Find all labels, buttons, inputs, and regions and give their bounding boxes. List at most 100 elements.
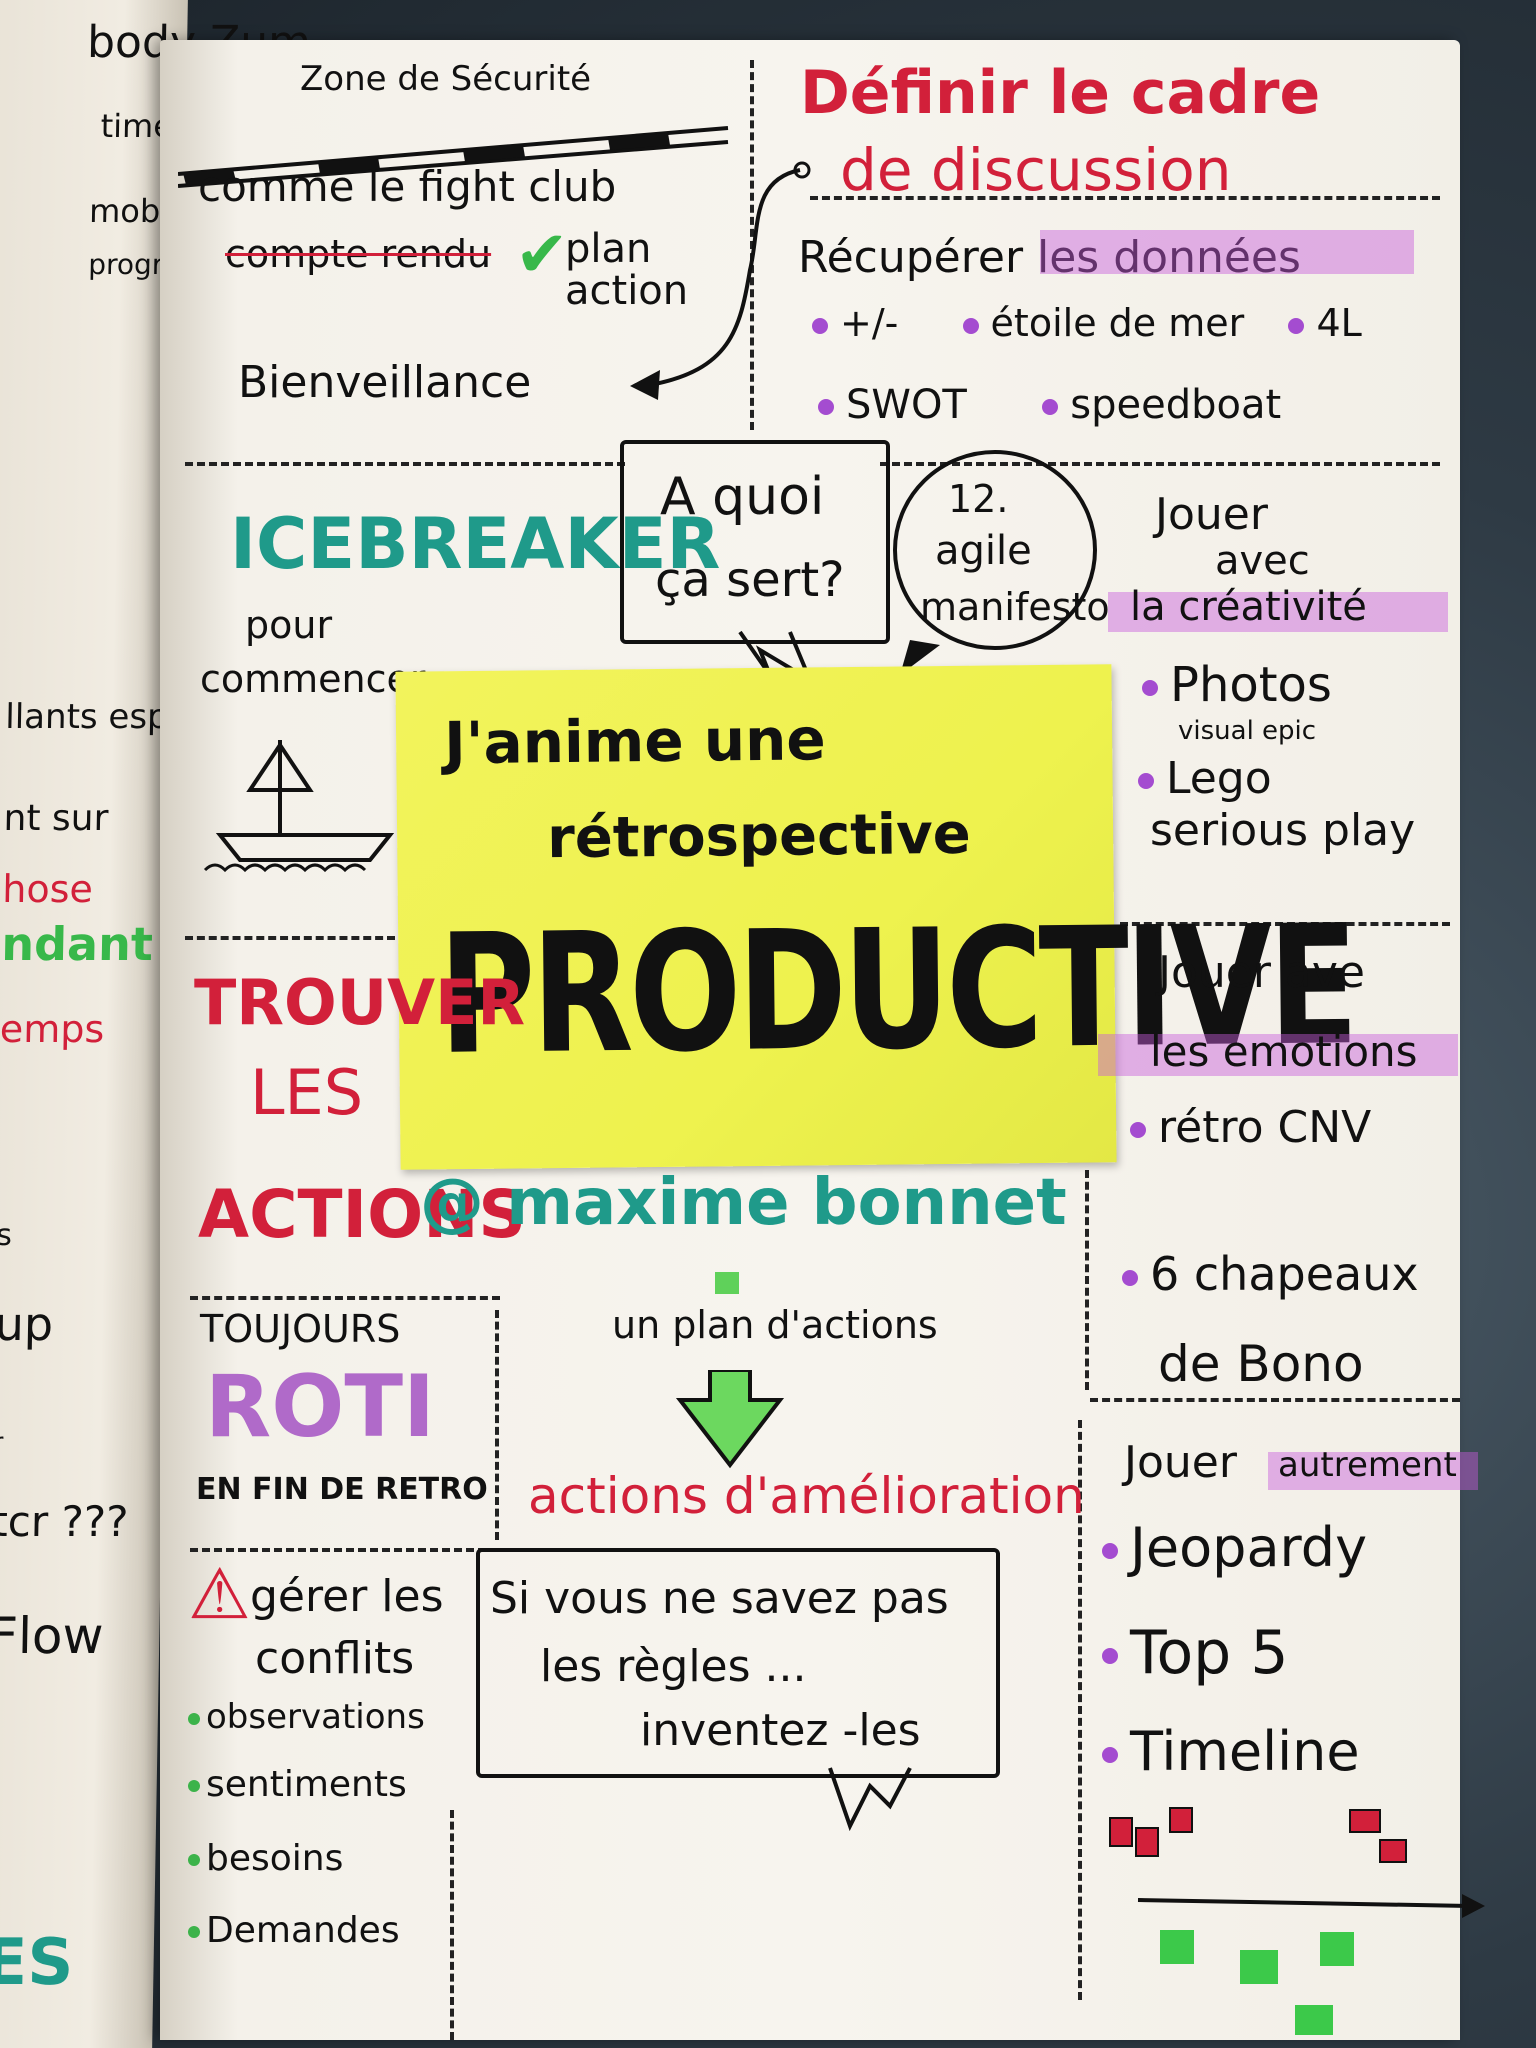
frame-title-2: de discussion xyxy=(840,136,1232,204)
bubble-tail xyxy=(828,1767,912,1832)
otherwise-item: Timeline xyxy=(1102,1723,1360,1781)
left-line: r xyxy=(0,1428,4,1458)
divider xyxy=(190,1548,510,1552)
speech-bubble xyxy=(620,440,890,644)
item-text: Jeopardy xyxy=(1130,1516,1368,1579)
bullet-icon xyxy=(1288,317,1305,334)
arrow-icon xyxy=(630,161,811,400)
item-text: Photos xyxy=(1170,657,1332,713)
aquoi-line2: ça sert? xyxy=(655,552,845,608)
item: +/- xyxy=(840,301,899,345)
green-mark xyxy=(715,1272,739,1294)
otherwise-item: Jeopardy xyxy=(1102,1519,1367,1577)
boat-icon xyxy=(203,740,395,873)
down-arrow-icon xyxy=(675,1370,785,1469)
bullet-icon xyxy=(818,399,834,415)
emotions-title-2: les emotions xyxy=(1150,1027,1418,1076)
conflicts-item: besoins xyxy=(188,1840,343,1878)
bullet-icon xyxy=(1042,399,1059,415)
sticky-line1: J'anime une xyxy=(443,705,827,778)
rules-line2: les règles ... xyxy=(540,1641,807,1692)
bullet-icon xyxy=(1130,1122,1146,1138)
icebreaker-line1: pour xyxy=(245,603,333,647)
left-line: Flow xyxy=(0,1607,104,1665)
manifesto-line3: manifesto xyxy=(920,585,1110,629)
roti-title: ROTI xyxy=(205,1357,435,1457)
author-handle: @ maxime bonnet xyxy=(420,1166,1067,1240)
aquoi-line1: A quoi xyxy=(660,467,825,527)
creativity-item2-line2: serious play xyxy=(1150,805,1416,856)
bullet-icon xyxy=(1102,1747,1118,1764)
bullet-icon xyxy=(812,317,828,334)
item: SWOT xyxy=(846,382,967,428)
item-text: Top 5 xyxy=(1130,1618,1289,1688)
rules-line1: Si vous ne savez pas xyxy=(490,1573,949,1624)
divider xyxy=(810,196,1440,200)
manifesto-line1: 12. xyxy=(948,477,1009,521)
item-text: Timeline xyxy=(1130,1720,1360,1783)
creativity-item1-sub: visual epic xyxy=(1178,716,1317,746)
left-line: hose xyxy=(1,867,94,911)
bullet-icon xyxy=(1102,1543,1118,1560)
bienveillance: Bienveillance xyxy=(238,357,532,408)
check-icon: ✔ xyxy=(515,218,569,292)
actions-title-2: LES xyxy=(250,1056,364,1129)
left-line: tcr ??? xyxy=(0,1497,129,1546)
item-text: Demandes xyxy=(206,1910,400,1951)
icebreaker-line2: commencer xyxy=(200,657,426,701)
improvement-actions: actions d'amélioration xyxy=(528,1467,1085,1525)
roti-end: EN FIN DE RETRO xyxy=(196,1472,488,1507)
divider xyxy=(1090,1398,1460,1402)
conflicts-item: observations xyxy=(188,1697,425,1737)
conflicts-item: Demandes xyxy=(188,1912,400,1950)
creativity-item1: Photos xyxy=(1142,660,1332,710)
timeline-doodle-icon xyxy=(1109,1807,1485,2035)
item-text: 6 chapeaux xyxy=(1150,1247,1419,1301)
divider xyxy=(190,1296,500,1300)
bullet-icon xyxy=(188,1926,200,1938)
frame-title-1: Définir le cadre xyxy=(800,58,1321,128)
rules-line3: inventez -les xyxy=(640,1705,921,1756)
item-text: observations xyxy=(206,1697,425,1737)
left-line: up xyxy=(0,1297,54,1351)
left-line: ndant xyxy=(0,917,154,971)
rules-bubble xyxy=(476,1548,1000,1778)
safety-zone-bar xyxy=(178,126,729,188)
highlight xyxy=(1098,1034,1458,1076)
divider xyxy=(880,462,1440,466)
frame-items-row1: +/- étoile de mer 4L xyxy=(812,301,1362,345)
item: étoile de mer xyxy=(990,301,1245,345)
left-line: s xyxy=(0,1218,13,1253)
divider xyxy=(185,462,625,466)
highlight xyxy=(1268,1452,1478,1490)
divider xyxy=(750,60,754,430)
bullet-icon xyxy=(188,1854,200,1866)
left-line: nt sur xyxy=(3,798,109,839)
plan-actions: un plan d'actions xyxy=(612,1303,938,1347)
left-line: ES xyxy=(0,1926,75,2000)
compte-rendu: compte rendu xyxy=(225,232,492,276)
highlight xyxy=(1108,592,1448,632)
item: 4L xyxy=(1316,301,1362,345)
data-title-text: Récupérer les données xyxy=(798,232,1301,283)
bullet-icon xyxy=(188,1780,200,1792)
sticky-line2: rétrospective xyxy=(546,801,971,872)
emotions-item2: 6 chapeaux xyxy=(1122,1250,1419,1298)
conflicts-title-1: gérer les xyxy=(250,1571,444,1622)
divider xyxy=(495,1310,499,1540)
conflicts-title-2: conflits xyxy=(255,1633,415,1684)
fight-club-line: comme le fight club xyxy=(198,162,617,211)
bullet-icon xyxy=(1122,1269,1138,1286)
safety-zone-title: Zone de Sécurité xyxy=(300,59,592,99)
bullet-icon xyxy=(188,1712,200,1725)
otherwise-title-2: autrement xyxy=(1278,1445,1457,1485)
warning-icon: ⚠ xyxy=(188,1553,251,1635)
plan-action: plan action xyxy=(565,226,689,314)
actions-title-3: ACTIONS xyxy=(198,1176,526,1253)
creativity-title-2: avec xyxy=(1215,538,1310,584)
otherwise-title-1: Jouer xyxy=(1124,1437,1237,1488)
bullet-icon xyxy=(1102,1648,1118,1665)
sticky-note: J'anime une rétrospective PRODUCTIVE xyxy=(395,664,1355,1170)
creativity-title-3: la créativité xyxy=(1130,584,1367,630)
item-text: rétro CNV xyxy=(1158,1102,1372,1153)
